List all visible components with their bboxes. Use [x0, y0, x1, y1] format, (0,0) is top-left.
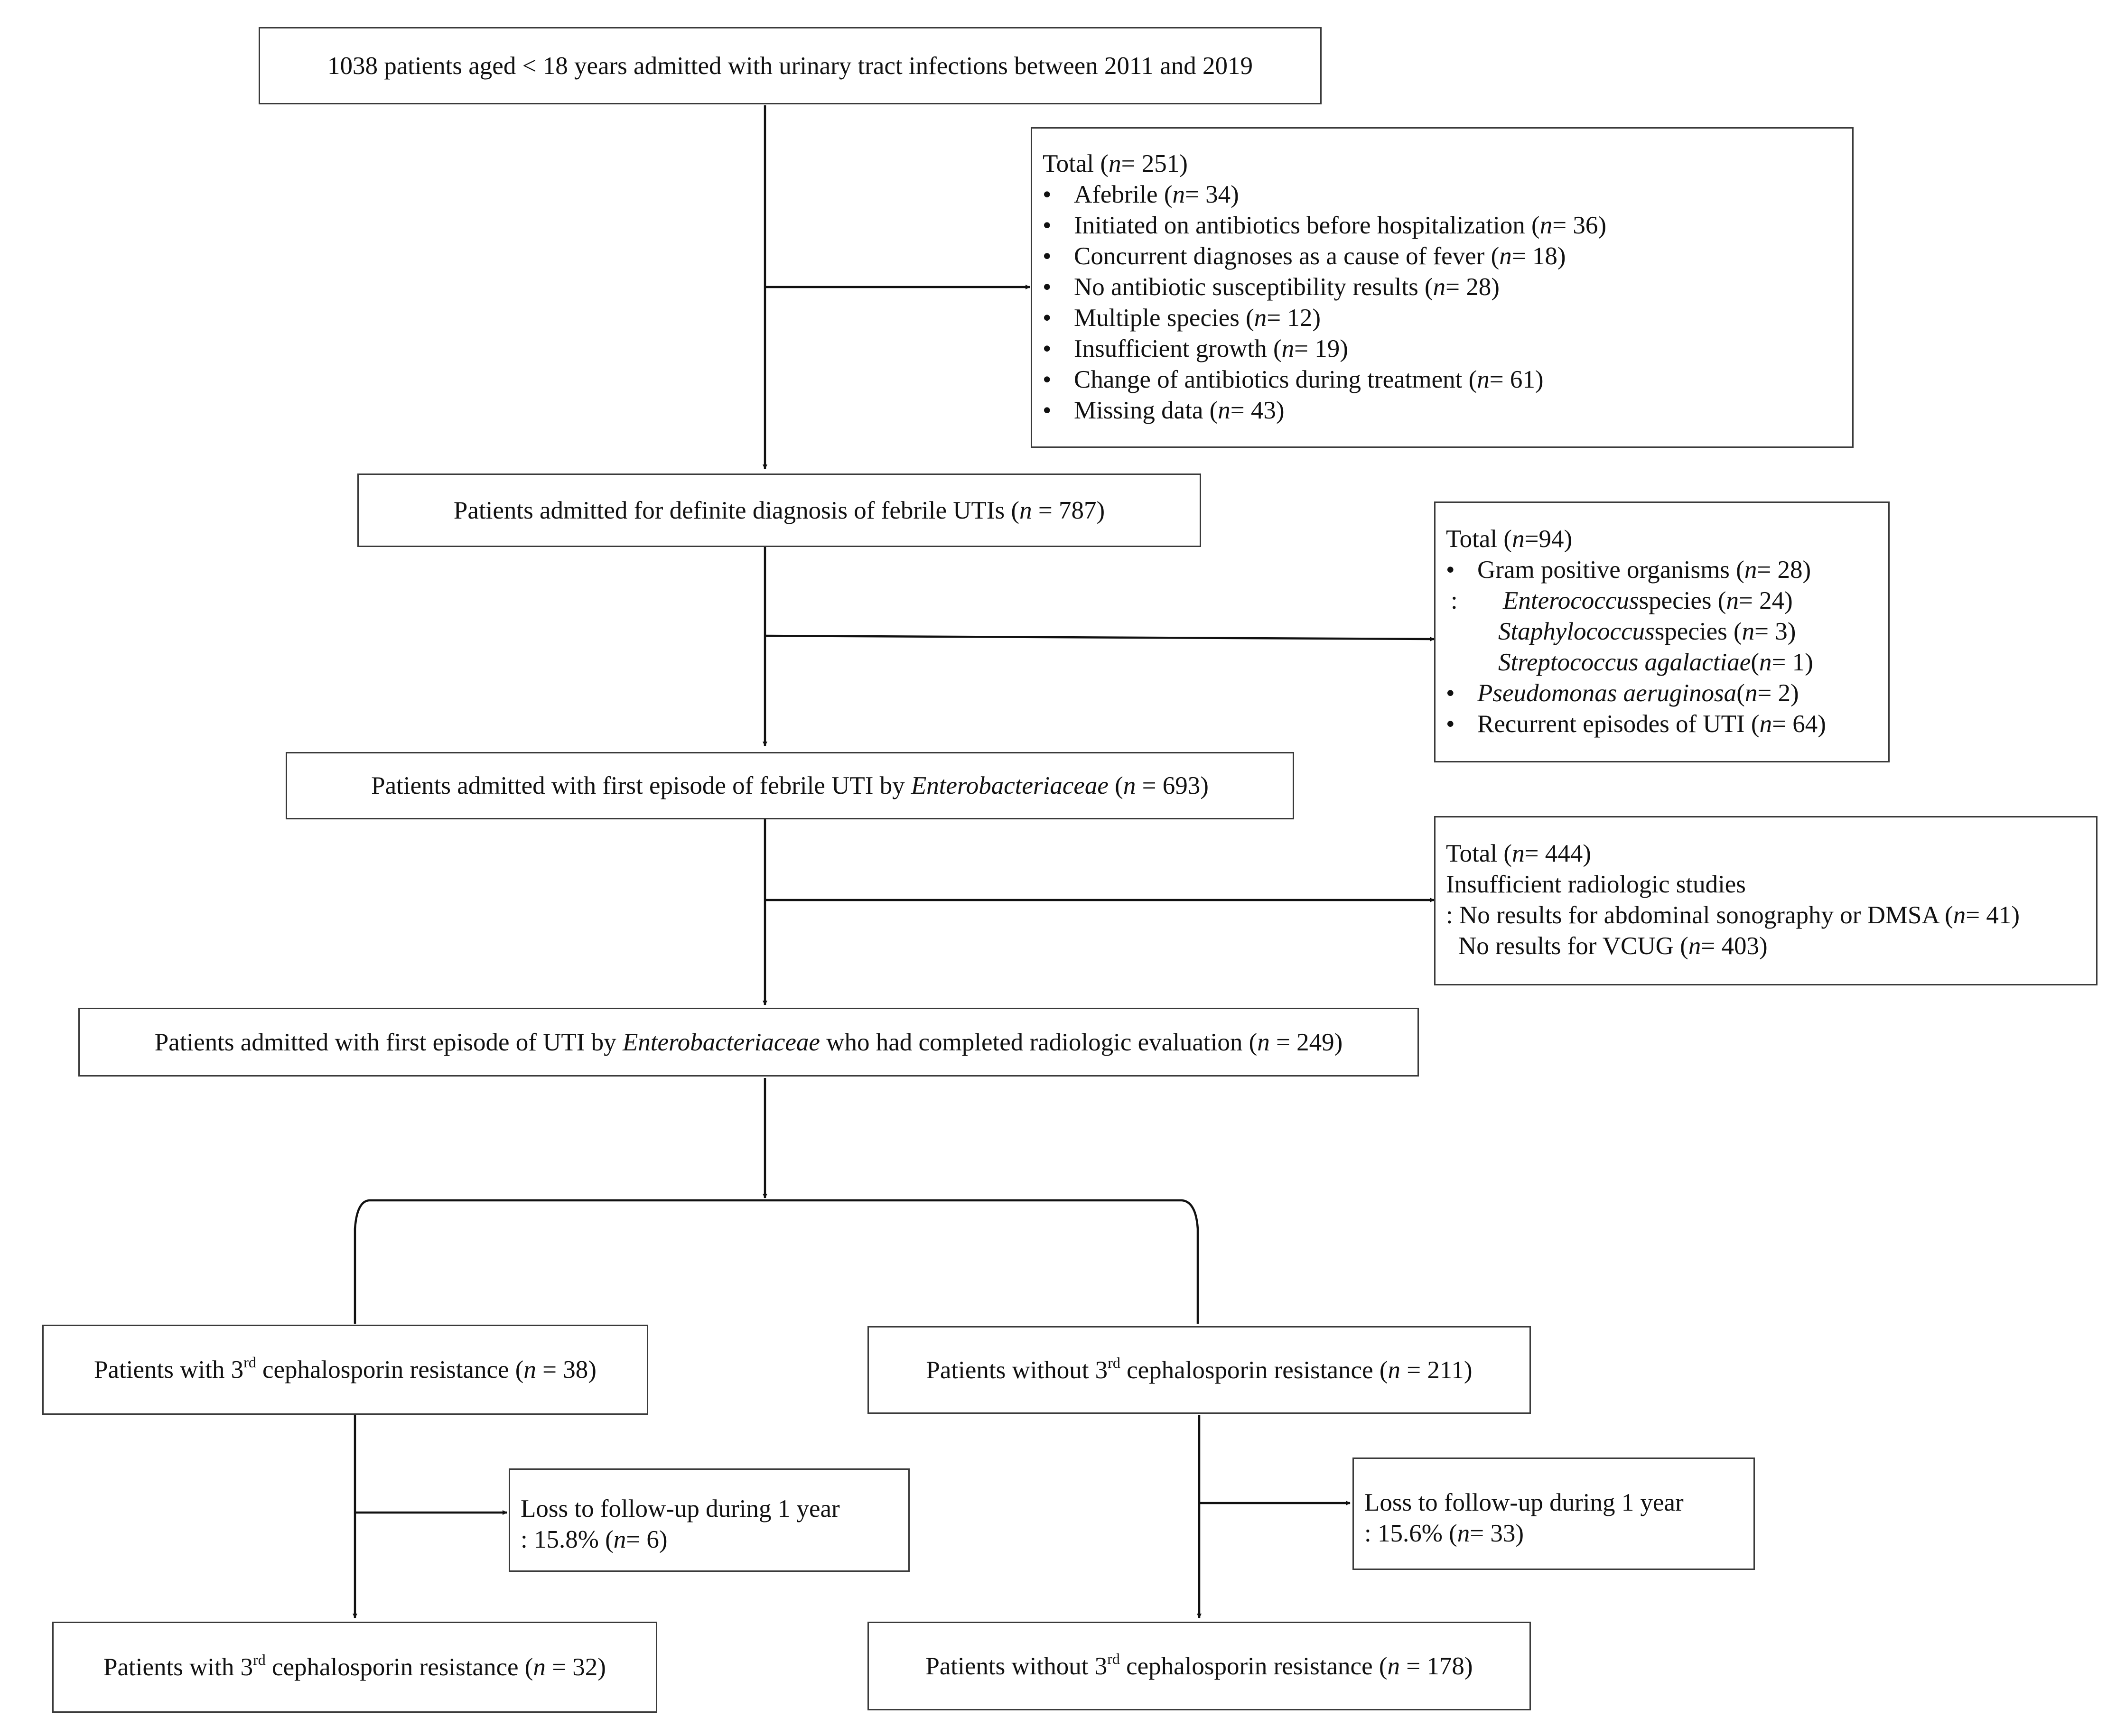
- loss-left-line2: : 15.8% (n = 6): [521, 1526, 668, 1553]
- exclusion-3-total: Total (n = 444): [1446, 840, 1591, 867]
- bullet-icon: •: [1446, 556, 1455, 584]
- bullet-icon: •: [1043, 181, 1052, 208]
- box-completed-evaluation: Patients admitted with first episode of …: [78, 1008, 1419, 1077]
- first-episode-text: Patients admitted with first episode of …: [371, 772, 1209, 799]
- box-first-episode: Patients admitted with first episode of …: [286, 752, 1294, 819]
- exclusion-1-item: •Missing data (n = 43): [1043, 395, 1852, 426]
- exclusion-2-streptococcus: Streptococcus agalactiae (n = 1): [1498, 649, 1813, 676]
- loss-right-line2: : 15.6% (n = 33): [1364, 1520, 1524, 1547]
- exclusion-2-gram-positive: •Gram positive organisms (n = 28): [1446, 555, 1888, 585]
- exclusion-3-reason: Insufficient radiologic studies: [1446, 871, 1746, 898]
- with-resistance-text: Patients with 3rd cephalosporin resistan…: [94, 1354, 597, 1383]
- bullet-icon: •: [1446, 710, 1455, 738]
- box-all-patients: 1038 patients aged < 18 years admitted w…: [259, 27, 1322, 104]
- exclusion-2-pseudomonas: •Pseudomonas aeruginosa (n = 2): [1446, 678, 1888, 709]
- febrile-utis-text: Patients admitted for definite diagnosis…: [453, 496, 1105, 524]
- box-febrile-utis: Patients admitted for definite diagnosis…: [357, 473, 1201, 547]
- box-with-resistance: Patients with 3rd cephalosporin resistan…: [42, 1325, 648, 1415]
- exclusion-3-vcug: No results for VCUG (n = 403): [1458, 932, 1768, 960]
- box-exclusion-1: Total (n = 251) •Afebrile (n = 34) •Init…: [1031, 127, 1854, 448]
- exclusion-1-item: •Multiple species (n = 12): [1043, 303, 1852, 334]
- box-loss-right: Loss to follow-up during 1 year : 15.6% …: [1352, 1457, 1755, 1570]
- completed-evaluation-text: Patients admitted with first episode of …: [154, 1028, 1343, 1056]
- final-without-resistance-text: Patients without 3rd cephalosporin resis…: [925, 1650, 1473, 1680]
- exclusion-2-enterococcus: :Enterococcus species (n = 24): [1451, 587, 1793, 614]
- bullet-icon: •: [1043, 273, 1052, 301]
- exclusion-3-sonography: : No results for abdominal sonography or…: [1446, 901, 2020, 929]
- split-bracket: [354, 1199, 1199, 1324]
- box-exclusion-3: Total (n = 444) Insufficient radiologic …: [1434, 816, 2098, 985]
- bullet-icon: •: [1043, 212, 1052, 239]
- exclusion-1-total: Total (n = 251): [1043, 150, 1188, 177]
- box-loss-left: Loss to follow-up during 1 year : 15.8% …: [509, 1468, 910, 1572]
- exclusion-1-item: •Change of antibiotics during treatment …: [1043, 364, 1852, 395]
- box-final-without-resistance: Patients without 3rd cephalosporin resis…: [867, 1622, 1531, 1710]
- box-without-resistance: Patients without 3rd cephalosporin resis…: [867, 1326, 1531, 1414]
- exclusion-1-item: •Afebrile (n = 34): [1043, 179, 1852, 210]
- exclusion-2-total: Total (n=94): [1446, 525, 1573, 553]
- bullet-icon: •: [1043, 397, 1052, 424]
- bullet-icon: •: [1446, 679, 1455, 707]
- arrow-to-exclusion-2: [764, 634, 1435, 641]
- exclusion-1-item: •Insufficient growth (n = 19): [1043, 334, 1852, 364]
- all-patients-text: 1038 patients aged < 18 years admitted w…: [327, 52, 1253, 80]
- without-resistance-text: Patients without 3rd cephalosporin resis…: [926, 1354, 1473, 1384]
- exclusion-1-item: •No antibiotic susceptibility results (n…: [1043, 272, 1852, 303]
- bullet-icon: •: [1043, 304, 1052, 332]
- final-with-resistance-text: Patients with 3rd cephalosporin resistan…: [103, 1651, 606, 1681]
- loss-right-line1: Loss to follow-up during 1 year: [1364, 1489, 1684, 1516]
- bullet-icon: •: [1043, 366, 1052, 393]
- bullet-icon: •: [1043, 242, 1052, 270]
- loss-left-line1: Loss to follow-up during 1 year: [521, 1495, 840, 1522]
- exclusion-1-item: •Concurrent diagnoses as a cause of feve…: [1043, 241, 1852, 272]
- exclusion-1-item: •Initiated on antibiotics before hospita…: [1043, 210, 1852, 241]
- exclusion-2-staphylococcus: Staphylococcus species (n = 3): [1498, 618, 1796, 645]
- bullet-icon: •: [1043, 335, 1052, 362]
- exclusion-2-recurrent: •Recurrent episodes of UTI (n = 64): [1446, 709, 1888, 740]
- box-final-with-resistance: Patients with 3rd cephalosporin resistan…: [52, 1622, 657, 1713]
- box-exclusion-2: Total (n=94) •Gram positive organisms (n…: [1434, 501, 1890, 762]
